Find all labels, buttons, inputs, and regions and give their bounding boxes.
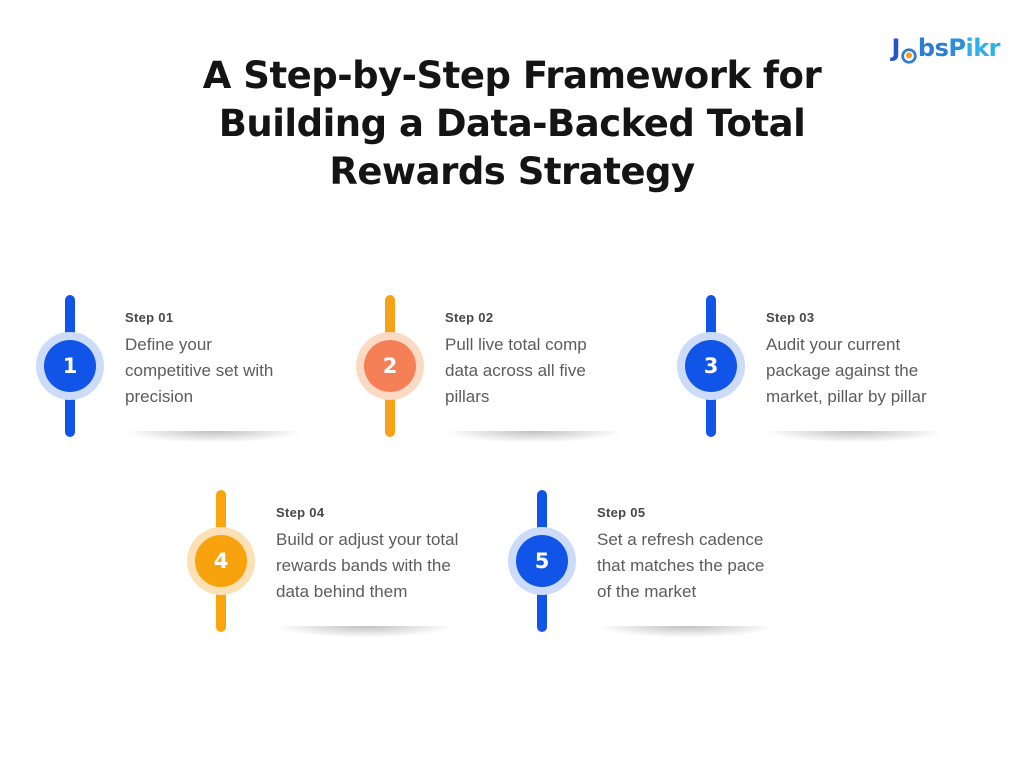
step-item-5: Step 05 Set a refresh cadence that match… bbox=[508, 490, 818, 650]
step-item-2: Step 02 Pull live total comp data across… bbox=[356, 295, 666, 455]
step-label: Step 02 bbox=[445, 310, 494, 325]
step-card: Step 04 Build or adjust your total rewar… bbox=[246, 495, 484, 643]
step-label: Step 04 bbox=[276, 505, 325, 520]
step-text-line: that matches the pace bbox=[597, 556, 765, 575]
step-number-badge: 3 bbox=[677, 332, 745, 400]
step-text-line: market, pillar by pillar bbox=[766, 387, 927, 406]
step-label: Step 03 bbox=[766, 310, 815, 325]
step-item-1: Step 01 Define your competitive set with… bbox=[36, 295, 346, 455]
step-label: Step 01 bbox=[125, 310, 174, 325]
step-number: 1 bbox=[44, 340, 96, 392]
step-number: 3 bbox=[685, 340, 737, 392]
step-text: Build or adjust your total rewards bands… bbox=[276, 527, 476, 605]
step-number: 2 bbox=[364, 340, 416, 392]
step-text-line: Set a refresh cadence bbox=[597, 530, 764, 549]
step-card: Step 02 Pull live total comp data across… bbox=[415, 300, 653, 448]
step-text-line: data behind them bbox=[276, 582, 408, 601]
logo-letter-j: J bbox=[891, 34, 900, 62]
step-text: Pull live total comp data across all fiv… bbox=[445, 332, 645, 410]
step-text-line: data across all five bbox=[445, 361, 586, 380]
step-text-line: Build or adjust your total bbox=[276, 530, 459, 549]
step-number: 4 bbox=[195, 535, 247, 587]
title-line-2: Building a Data-Backed Total bbox=[218, 102, 806, 145]
step-label: Step 05 bbox=[597, 505, 646, 520]
step-card: Step 03 Audit your current package again… bbox=[736, 300, 974, 448]
step-text-line: package against the bbox=[766, 361, 919, 380]
step-text-line: precision bbox=[125, 387, 194, 406]
logo-letters-ikr: ikr bbox=[965, 34, 1000, 62]
step-text-line: of the market bbox=[597, 582, 697, 601]
step-number-badge: 2 bbox=[356, 332, 424, 400]
step-number-badge: 1 bbox=[36, 332, 104, 400]
step-text-line: rewards bands with the bbox=[276, 556, 451, 575]
logo-letter-p: P bbox=[948, 34, 966, 62]
step-text-line: Define your bbox=[125, 335, 212, 354]
step-card: Step 05 Set a refresh cadence that match… bbox=[567, 495, 805, 643]
logo-letters-bs: bs bbox=[917, 34, 949, 62]
step-text-line: competitive set with bbox=[125, 361, 274, 380]
step-number: 5 bbox=[516, 535, 568, 587]
step-text: Set a refresh cadence that matches the p… bbox=[597, 527, 797, 605]
jobspikr-logo: J bs P ikr bbox=[891, 33, 1000, 64]
step-number-badge: 4 bbox=[187, 527, 255, 595]
step-text-line: Pull live total comp bbox=[445, 335, 587, 354]
page-title: A Step-by-Step Framework for Building a … bbox=[0, 52, 1024, 196]
step-text: Audit your current package against the m… bbox=[766, 332, 966, 410]
title-line-1: A Step-by-Step Framework for bbox=[202, 54, 822, 97]
step-text-line: pillars bbox=[445, 387, 490, 406]
step-text: Define your competitive set with precisi… bbox=[125, 332, 325, 410]
globe-icon bbox=[901, 42, 917, 64]
step-text-line: Audit your current bbox=[766, 335, 901, 354]
title-line-3: Rewards Strategy bbox=[329, 150, 695, 193]
step-item-3: Step 03 Audit your current package again… bbox=[677, 295, 987, 455]
step-number-badge: 5 bbox=[508, 527, 576, 595]
step-item-4: Step 04 Build or adjust your total rewar… bbox=[187, 490, 497, 650]
step-card: Step 01 Define your competitive set with… bbox=[95, 300, 333, 448]
